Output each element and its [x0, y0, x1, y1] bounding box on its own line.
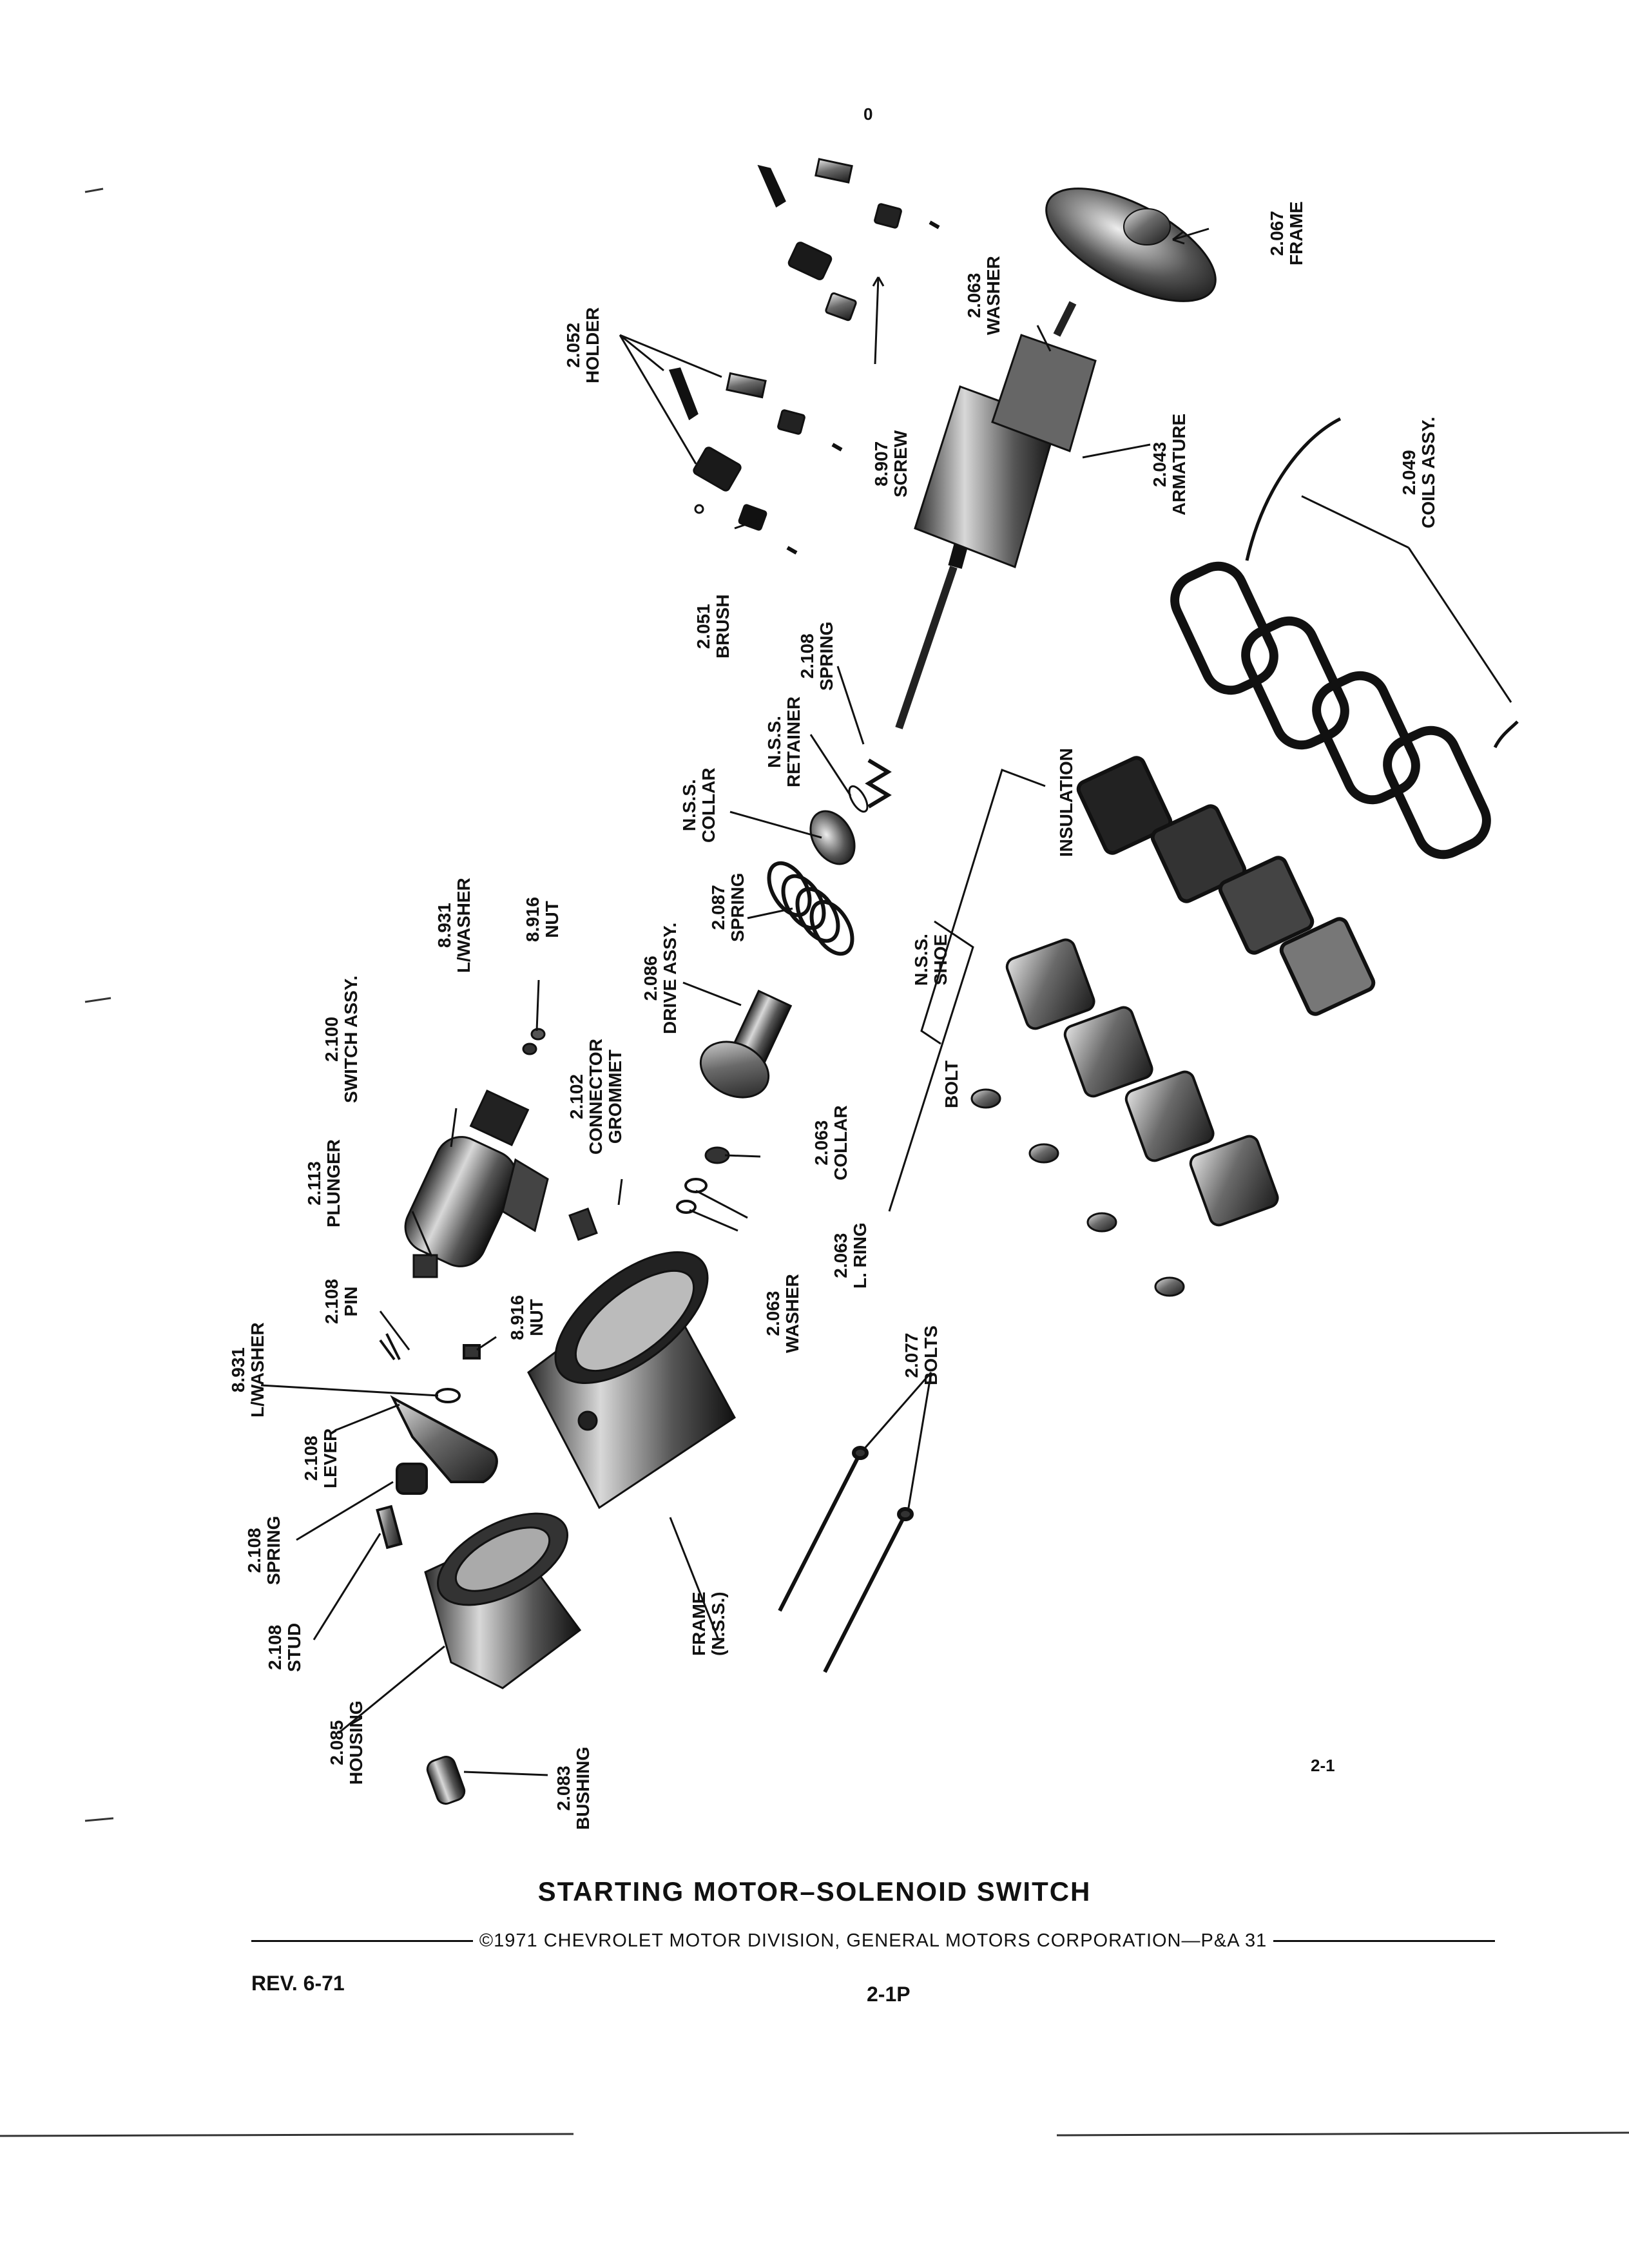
pole-shoes-part: [1005, 938, 1279, 1227]
through-bolts-part: [778, 1446, 914, 1673]
end-frame-part: [1045, 187, 1217, 302]
margin-marks: [0, 187, 1629, 2137]
armature-part: [895, 301, 1097, 729]
copyright-rule-left: [251, 1940, 473, 1942]
copyright-rule-right: [1273, 1940, 1496, 1942]
drive-group-part: [676, 758, 892, 1214]
field-frame-part: [527, 1251, 736, 1510]
shoe-bolts-part: [970, 1088, 1185, 1297]
label-frame-nss: FRAME(N.S.S.): [689, 1591, 728, 1656]
insulation-part: [1076, 756, 1376, 1016]
leader-lines: [260, 227, 1512, 1776]
housing-part: [424, 1512, 582, 1805]
label-nss-retainer: N.S.S.RETAINER: [764, 696, 804, 787]
copyright-text: ©1971 CHEVROLET MOTOR DIVISION, GENERAL …: [479, 1930, 1268, 1951]
copyright-line: ©1971 CHEVROLET MOTOR DIVISION, GENERAL …: [251, 1930, 1496, 1952]
label-bolt: BOLT: [941, 1060, 961, 1108]
brush-holders-part: [668, 158, 940, 555]
field-coils-part: [1170, 417, 1519, 860]
page-number: 2-1P: [867, 1983, 911, 2006]
page-title: STARTING MOTOR–SOLENOID SWITCH: [537, 1876, 1092, 1907]
label-insulation: INSULATION: [1056, 747, 1076, 857]
label-nss-collar: N.S.S.COLLAR: [679, 767, 718, 843]
label-nss-shoe: N.S.S.SHOE: [911, 934, 950, 986]
corner-mark: 0: [863, 104, 873, 124]
linkage-parts: [376, 1333, 498, 1550]
revision: REV. 6-71: [251, 1972, 345, 1995]
solenoid-switch-part: [404, 1028, 598, 1278]
figure-number: 2-1: [1311, 1756, 1335, 1775]
